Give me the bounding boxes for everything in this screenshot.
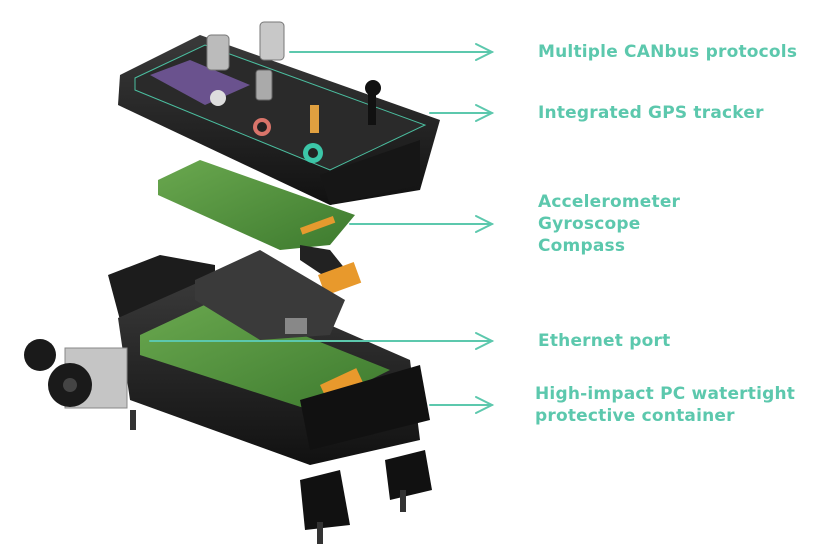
arrow-container (429, 396, 495, 414)
arrow-gps (429, 104, 495, 122)
feature-label: protective container (535, 406, 735, 426)
feature-label: Gyroscope (538, 214, 641, 234)
feature-gps: Integrated GPS tracker (538, 102, 764, 124)
feature-label: High-impact PC watertight (535, 384, 796, 404)
arrow-canbus (289, 43, 495, 61)
feature-ethernet: Ethernet port (538, 330, 670, 352)
callout-arrows (149, 43, 495, 414)
feature-sensors: Accelerometer Gyroscope Compass (538, 191, 680, 257)
screws (130, 410, 406, 544)
enclosure-base (108, 250, 432, 530)
feature-label: Compass (538, 236, 626, 256)
lid-with-connectors (118, 21, 440, 205)
mounting-bracket (24, 339, 128, 409)
arrow-sensors (349, 215, 495, 233)
feature-canbus: Multiple CANbus protocols (538, 41, 797, 63)
arrow-ethernet (149, 332, 495, 350)
feature-container: High-impact PC watertight protective con… (535, 383, 795, 427)
sensor-board (158, 160, 362, 296)
feature-label: Ethernet port (538, 331, 671, 351)
feature-label: Accelerometer (538, 192, 681, 212)
feature-label: Integrated GPS tracker (538, 103, 764, 123)
feature-label: Multiple CANbus protocols (538, 42, 798, 62)
